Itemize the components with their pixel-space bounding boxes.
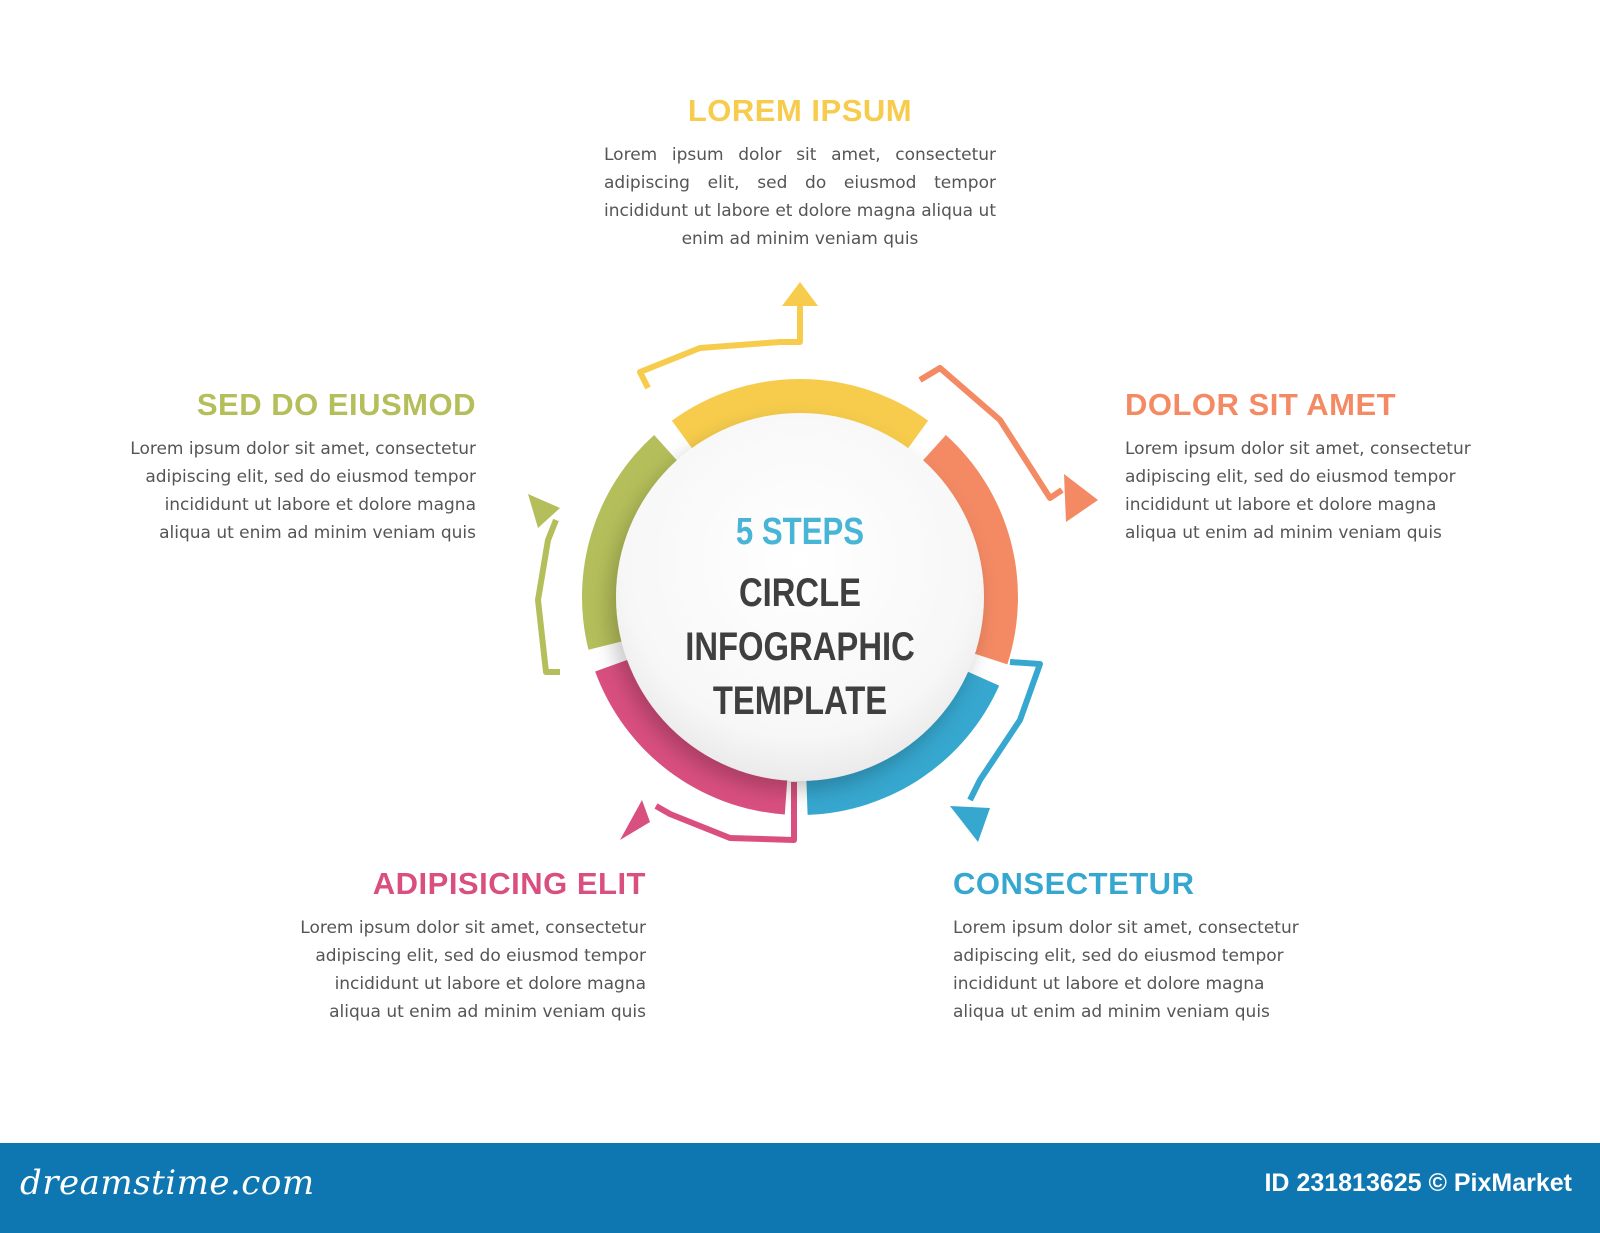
step-title: CONSECTETUR bbox=[953, 866, 1195, 901]
center-kicker: 5 STEPS bbox=[735, 511, 865, 553]
step-description: Lorem ipsum dolor sit amet, consectetur … bbox=[953, 918, 1299, 1022]
center-title-line-2: TEMPLATE bbox=[712, 679, 888, 723]
step-title: DOLOR SIT AMET bbox=[1125, 387, 1397, 422]
arrow-left-head bbox=[528, 494, 560, 528]
step-description: Lorem ipsum dolor sit amet, consectetur … bbox=[130, 439, 476, 543]
footer-image-id: ID 231813625 © PixMarket bbox=[1264, 1169, 1572, 1197]
arrow-bottom-left bbox=[654, 782, 797, 843]
step-bottom-left: ADIPISICING ELIT Lorem ipsum dolor sit a… bbox=[300, 866, 646, 1026]
arrow-bottom-left-head bbox=[620, 800, 650, 840]
footer-logo: dreamstime.com bbox=[20, 1163, 315, 1203]
arrow-top bbox=[637, 300, 803, 390]
arrow-top-head bbox=[782, 282, 818, 306]
footer-bar: dreamstime.com ID 231813625 © PixMarket bbox=[0, 1143, 1600, 1233]
center-circle bbox=[616, 413, 984, 781]
step-title: ADIPISICING ELIT bbox=[372, 866, 646, 901]
arrow-bottom-right bbox=[967, 659, 1043, 802]
ring-arrows bbox=[528, 282, 1098, 843]
step-description: Lorem ipsum dolor sit amet, consectetur … bbox=[300, 918, 646, 1022]
center-label: 5 STEPS CIRCLE INFOGRAPHIC TEMPLATE bbox=[620, 510, 980, 728]
center-title-line-1: CIRCLE INFOGRAPHIC bbox=[685, 571, 915, 669]
step-bottom-right: CONSECTETUR Lorem ipsum dolor sit amet, … bbox=[953, 866, 1308, 1026]
step-description: Lorem ipsum dolor sit amet, consectetur … bbox=[1125, 439, 1471, 543]
arrow-right bbox=[918, 365, 1064, 501]
step-title: LOREM IPSUM bbox=[687, 93, 913, 128]
step-top: LOREM IPSUM Lorem ipsum dolor sit amet, … bbox=[604, 93, 996, 253]
step-title: SED DO EIUSMOD bbox=[196, 387, 476, 422]
step-left: SED DO EIUSMOD Lorem ipsum dolor sit ame… bbox=[130, 387, 476, 547]
arrow-left bbox=[535, 518, 560, 675]
step-right: DOLOR SIT AMET Lorem ipsum dolor sit ame… bbox=[1125, 387, 1480, 547]
step-description: Lorem ipsum dolor sit amet, consectetur … bbox=[604, 145, 996, 249]
arrow-right-head bbox=[1064, 474, 1098, 522]
arrow-bottom-right-head bbox=[950, 806, 990, 842]
